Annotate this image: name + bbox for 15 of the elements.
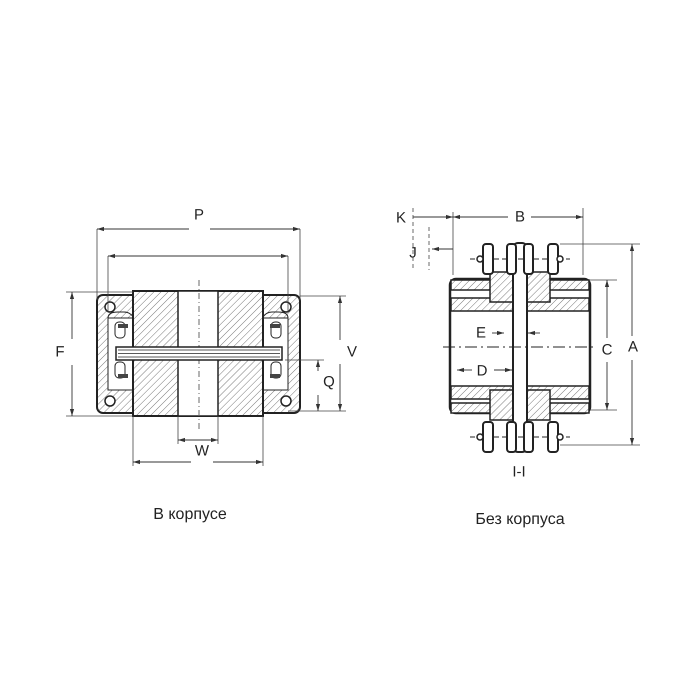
dimension-label: A xyxy=(628,340,638,354)
view-caption: В корпусе xyxy=(153,507,227,523)
dimension-label: V xyxy=(347,344,357,360)
dimension-label: I-I xyxy=(512,464,526,480)
dimension-label: Q xyxy=(323,374,335,390)
dimension-label: E xyxy=(476,326,486,340)
dimension-label: W xyxy=(194,444,210,458)
dimension-label: J xyxy=(409,246,417,260)
dimension-label: D xyxy=(476,364,488,378)
view-caption: Без корпуса xyxy=(475,512,565,528)
dimension-label: C xyxy=(602,342,612,358)
dimension-label: B xyxy=(515,210,525,224)
dimension-label: P xyxy=(194,208,204,222)
dimension-label: K xyxy=(396,210,406,226)
dimension-label: F xyxy=(55,344,65,360)
